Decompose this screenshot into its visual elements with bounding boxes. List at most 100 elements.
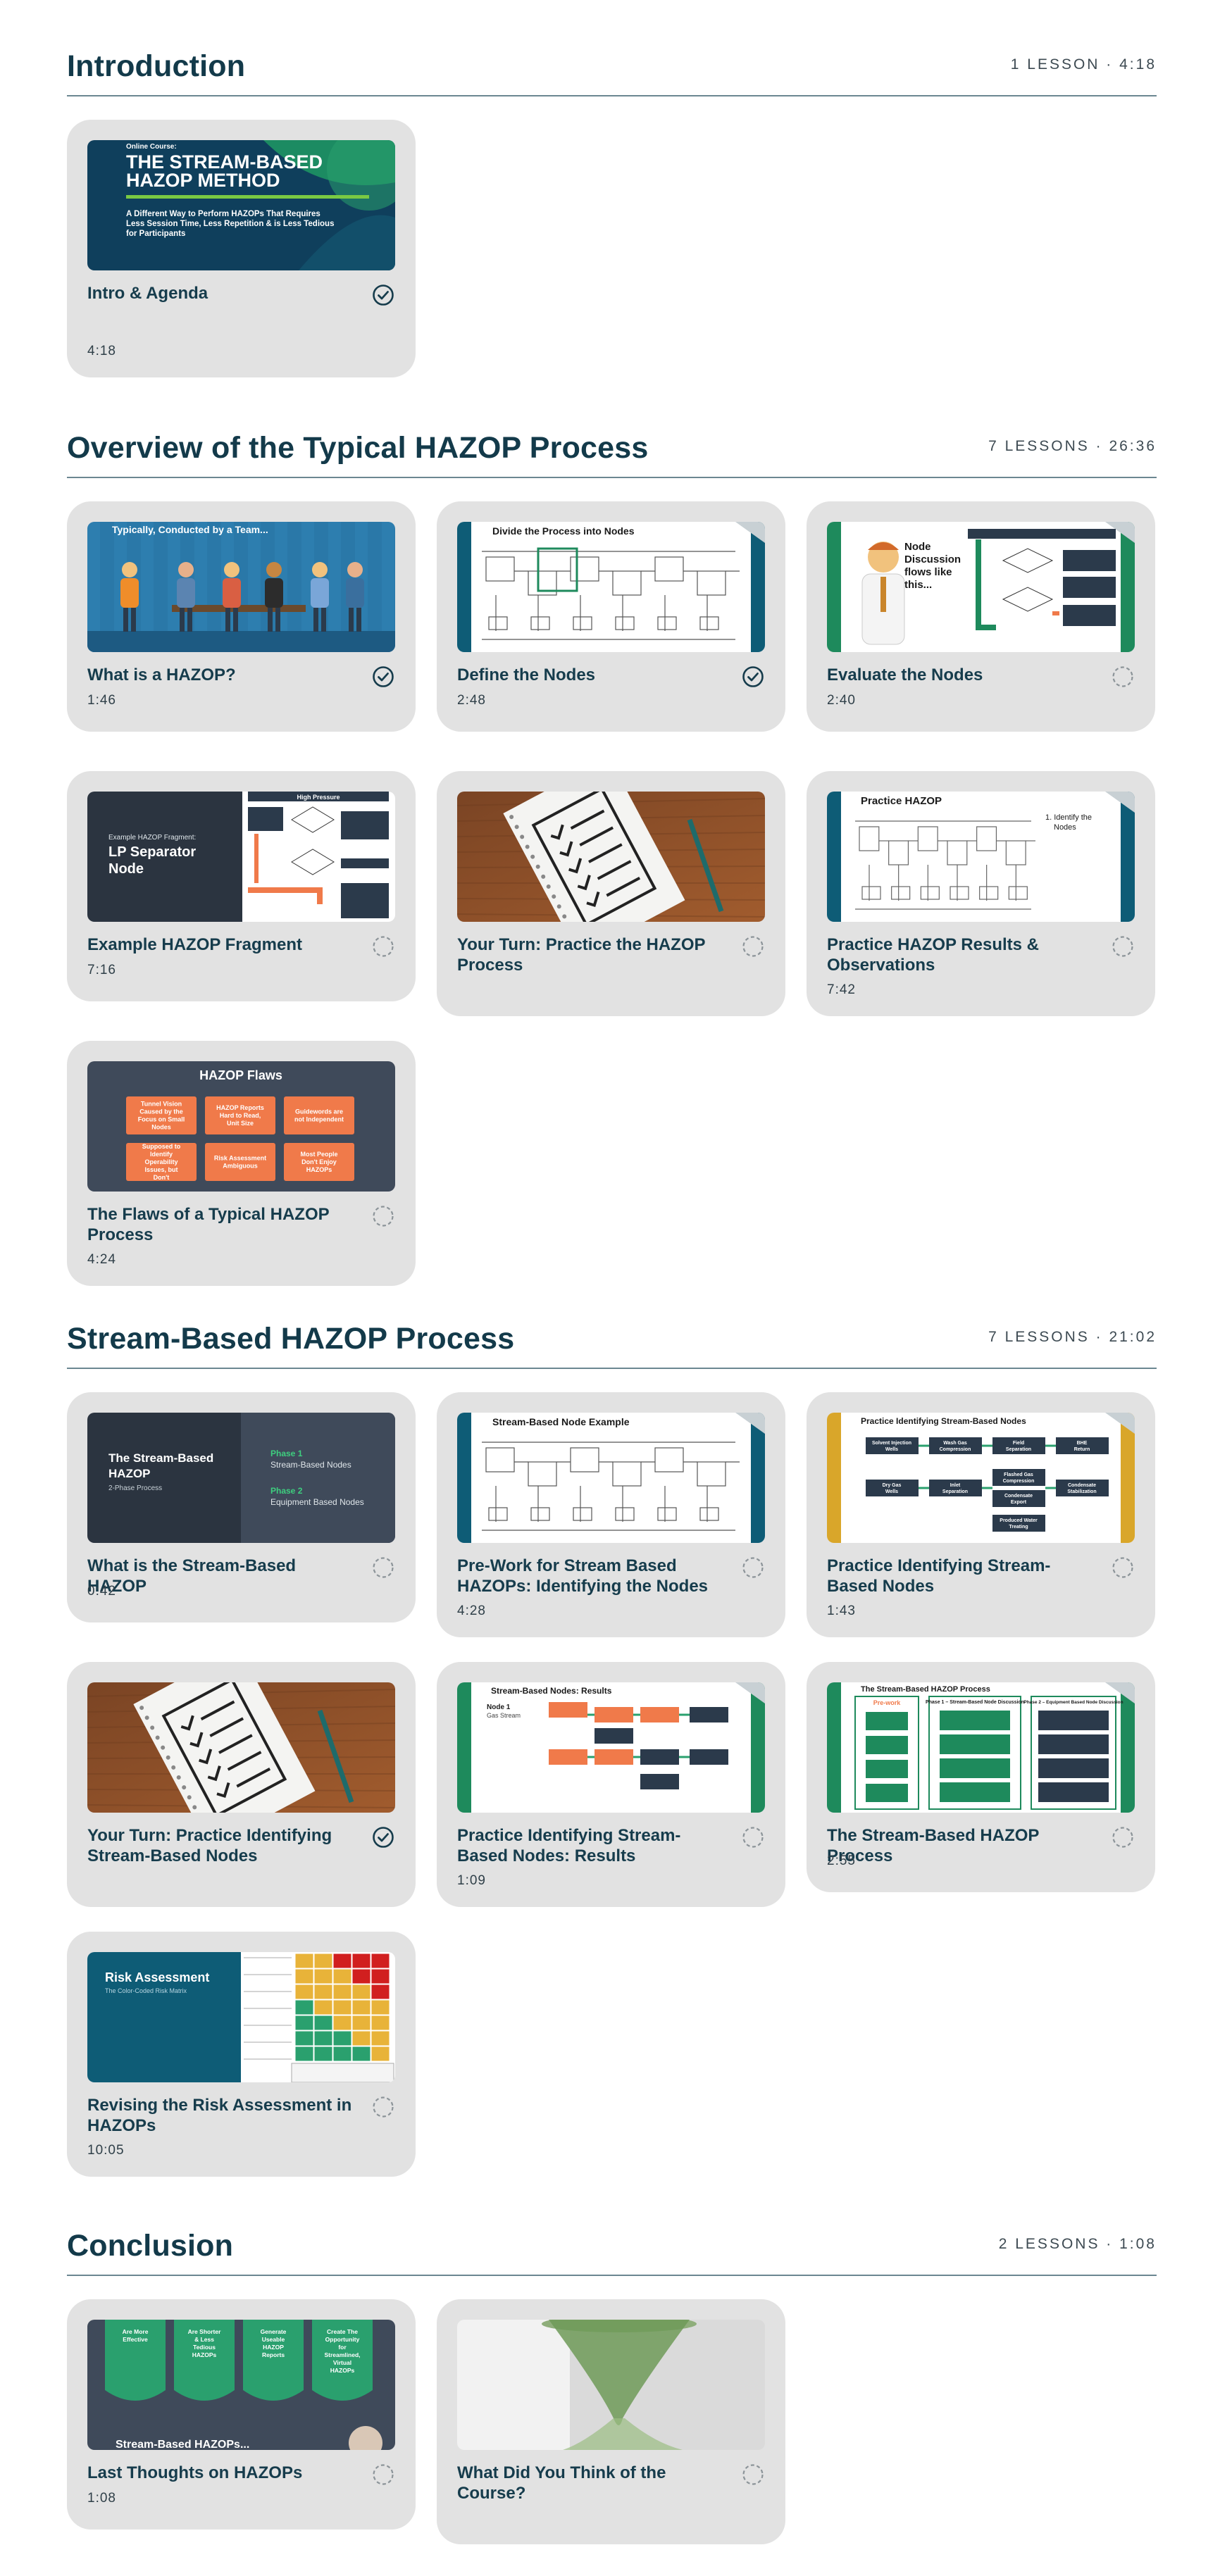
benefit-label: Tedious <box>193 2344 216 2351</box>
slide-right-bar <box>751 522 765 652</box>
process-diagram-thumbnail[interactable]: Divide the Process into Nodes <box>457 522 765 652</box>
thumb-text: Phase 1 – Stream-Based Node Discussion <box>926 1700 1024 1705</box>
lesson-title[interactable]: Last Thoughts on HAZOPs <box>87 2463 303 2482</box>
risk-cell <box>371 1968 390 1984</box>
person-body <box>223 578 241 608</box>
node-box <box>595 1707 633 1722</box>
lesson-title[interactable]: The Stream-Based HAZOP Process <box>827 1826 1039 1865</box>
thumb-box-label: Caused by the <box>139 1108 183 1115</box>
flow-node-box <box>992 1469 1045 1486</box>
flow-node-box <box>866 1437 919 1454</box>
lesson-title[interactable]: Practice Identifying Stream-Based Nodes <box>827 1556 1051 1596</box>
lesson-card[interactable]: Typically, Conducted by a Team... What is… <box>67 501 416 732</box>
thumb-text: A Different Way to Perform HAZOPs That R… <box>126 210 320 218</box>
thumb-box-label: Most People <box>300 1151 337 1158</box>
section-lesson-count: 7 LESSONS · 21:02 <box>988 1329 1157 1345</box>
lesson-title[interactable]: What Did You Think of the Course? <box>457 2463 666 2503</box>
lesson-card[interactable]: What Did You Think of the Course? <box>437 2299 785 2544</box>
lesson-duration: 2:48 <box>457 693 486 708</box>
slide-right-bar <box>751 1413 765 1543</box>
flow-node-label: Field <box>1013 1441 1024 1446</box>
lesson-title[interactable]: Pre-Work for Stream Based HAZOPs: Identi… <box>457 1556 709 1596</box>
flow-node-label: Wells <box>885 1489 898 1494</box>
flow-node-box <box>992 1490 1045 1507</box>
lesson-duration: 1:46 <box>87 693 116 708</box>
benefit-label: Generate <box>261 2328 287 2335</box>
thumb-text: HAZOP <box>108 1467 151 1480</box>
thumb-text: Equipment Based Nodes <box>270 1497 364 1507</box>
benefit-label: Reports <box>262 2351 285 2358</box>
flow-node-label: Wells <box>885 1447 898 1452</box>
risk-cell <box>313 2046 333 2062</box>
thumb-text: Stream-Based Nodes: Results <box>491 1686 612 1696</box>
stream-node-diagram-thumbnail[interactable]: Stream-Based Node Example <box>457 1413 765 1543</box>
risk-cell <box>313 2030 333 2046</box>
lesson-title[interactable]: The Flaws of a Typical HAZOP Process <box>87 1205 330 1244</box>
person-head <box>224 562 239 577</box>
node-box <box>640 1707 679 1722</box>
lesson-title[interactable]: Example HAZOP Fragment <box>87 935 302 954</box>
lesson-title[interactable]: What is the Stream-Based HAZOP <box>87 1556 297 1596</box>
lesson-title[interactable]: What is a HAZOP? <box>87 665 236 684</box>
section-lesson-count: 2 LESSONS · 1:08 <box>998 2236 1157 2252</box>
lesson-title[interactable]: Your Turn: Practice Identifying Stream-B… <box>87 1826 332 1865</box>
lesson-title[interactable]: Revising the Risk Assessment in HAZOPs <box>87 2096 352 2135</box>
checklist-photo-thumbnail[interactable] <box>87 1682 395 1813</box>
hourglass-photo-thumbnail[interactable] <box>457 2320 765 2450</box>
thumb-box-label: HAZOP Reports <box>216 1104 264 1111</box>
lesson-title[interactable]: Define the Nodes <box>457 665 596 684</box>
risk-cell <box>294 1999 314 2015</box>
thumb-text: HAZOP Flaws <box>199 1068 282 1082</box>
checklist-photo-thumbnail[interactable] <box>457 792 765 922</box>
thumb-text: flows like <box>904 566 952 578</box>
risk-cell <box>313 1953 333 1969</box>
thumb-box-label: Don't <box>154 1174 170 1181</box>
thumb-text: for Participants <box>126 230 185 238</box>
thumb-text: THE STREAM-BASED <box>126 151 323 173</box>
lesson-card[interactable]: Your Turn: Practice the HAZOP Process <box>437 771 785 1016</box>
lesson-card[interactable]: Your Turn: Practice Identifying Stream-B… <box>67 1662 416 1907</box>
risk-cell <box>294 1968 314 1984</box>
risk-cell <box>332 2046 352 2062</box>
lesson-title[interactable]: Intro & Agenda <box>87 284 208 303</box>
team-meeting-illustration[interactable]: Typically, Conducted by a Team... <box>87 522 395 652</box>
checklist-paper <box>133 1682 316 1813</box>
diagram-lines <box>482 1442 740 1531</box>
lesson-title[interactable]: Practice Identifying Stream-Based Nodes:… <box>457 1826 681 1865</box>
thumb-text: Divide the Process into Nodes <box>492 525 635 537</box>
risk-cell <box>351 2030 371 2046</box>
lesson-title[interactable]: Evaluate the Nodes <box>827 665 983 684</box>
lesson-incomplete-icon <box>372 935 394 958</box>
person-body <box>177 578 195 608</box>
lesson-title[interactable]: Practice HAZOP Results & Observations <box>827 935 1039 975</box>
benefit-label: HAZOPs <box>330 2367 355 2374</box>
lesson-title[interactable]: Your Turn: Practice the HAZOP Process <box>457 935 706 975</box>
